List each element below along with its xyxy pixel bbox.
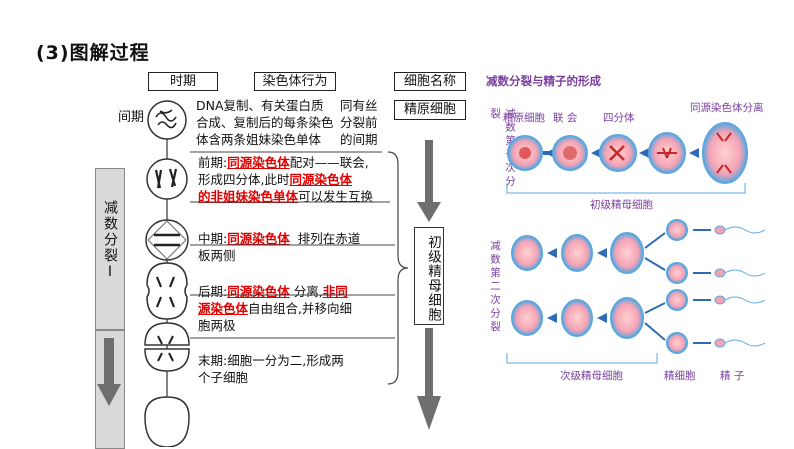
prophase-cell [146,158,188,200]
interphase-text-line-3: 体含两条姐妹染色单体 [196,132,322,147]
meiosis1-label: 减数分裂Ⅰ [102,200,118,282]
telophase-line-1: 末期:细胞一分为二,形成两 [198,352,344,369]
sperm-formation-diagram [506,122,766,364]
prophase-blank-3: 的非姐妹染色单体 [198,189,299,204]
label-spermatogonium: 精原细胞 [503,112,545,124]
label-synapsis: 联 会 [553,112,578,124]
label-sperm: 精 子 [720,370,745,382]
header-period: 时期 [148,72,218,91]
metaphase-line-1: 中期:同源染色体 排列在赤道 [198,230,360,247]
prophase-text-1: 配对——联会, [289,155,369,170]
interphase-text-line-2: 合成、复制后的每条染色 [196,115,334,130]
telophase-label: 末期: [198,353,228,368]
prophase-label: 前期: [198,155,228,170]
telophase-cell [144,322,190,372]
metaphase-cell [145,219,189,261]
prophase-line-2: 形成四分体,此时同源染色体 [198,171,352,188]
interphase-cell [147,100,187,140]
label-primary-spermatocyte: 初级精母细胞 [590,199,653,211]
prophase-blank-1: 同源染色体 [227,155,290,170]
label-homolog-separation: 同源染色体分离 [690,102,764,114]
spermatogonium-cell-name: 精原细胞 [394,100,466,120]
metaphase-text-2: 板两侧 [198,248,236,263]
metaphase-label: 中期: [198,231,228,246]
prophase-text-3: 可以发生互换 [298,189,374,204]
interphase-note-line-3: 的间期 [340,132,378,147]
header-cell-name: 细胞名称 [394,72,466,91]
anaphase-line-2: 源染色体自由组合,并移向细 [198,300,352,317]
telophase-text-2: 个子细胞 [198,370,249,385]
anaphase-text-3: 胞两极 [198,318,236,333]
interphase-text-line-1: DNA复制、有关蛋白质 [196,98,324,113]
telophase-text-1: 细胞一分为二,形成两 [227,353,344,368]
interphase-note-line-2: 分裂前 [340,115,378,130]
interphase-note-line-1: 同有丝 [340,98,378,113]
meiosis1-column [95,168,125,330]
next-stage-cell [144,396,190,447]
prophase-text-2: 形成四分体,此时 [198,172,290,187]
label-tetrad: 四分体 [603,112,635,124]
right-panel-title: 减数分裂与精子的形成 [486,74,601,88]
prophase-line-3: 的非姐妹染色单体可以发生互换 [198,188,373,205]
header-behavior: 染色体行为 [254,72,336,91]
stage-brace [190,151,409,385]
metaphase-text-1: 排列在赤道 [297,231,361,246]
meiosis2-side-label: 减数第二次分裂 [489,240,501,335]
label-secondary-spermatocyte: 次级精母细胞 [560,370,623,382]
primary-spermatocyte-label: 初级精母细胞 [414,227,444,325]
down-arrow-icon [97,338,121,406]
interphase-label: 间期 [118,110,145,125]
anaphase-text-2: 自由组合,并移向细 [248,301,352,316]
anaphase-cell [146,262,188,320]
metaphase-blank: 同源染色体 [227,231,290,246]
prophase-line-1: 前期:同源染色体配对——联会, [198,154,369,171]
prophase-blank-2: 同源染色体 [289,172,352,187]
cell-stage-illustrations [144,100,190,447]
label-spermatid: 精细胞 [664,370,696,382]
cell-name-arrows [417,140,441,430]
page-title: (3)图解过程 [36,42,150,64]
anaphase-blank-2b: 源染色体 [198,301,249,316]
